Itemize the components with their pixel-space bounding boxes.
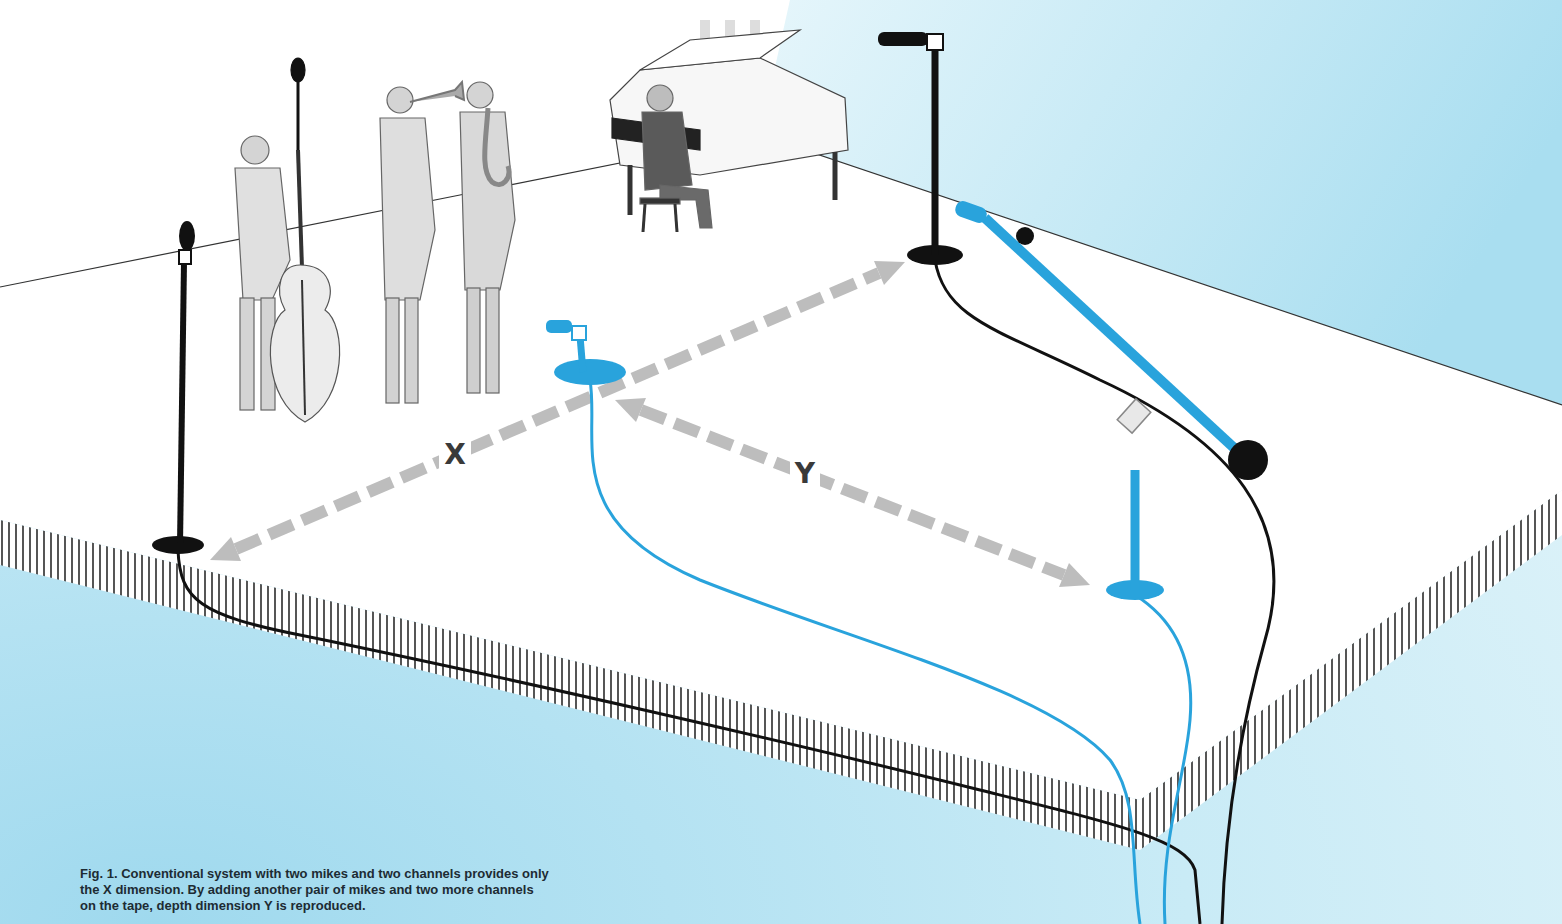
- microphones-part: [927, 34, 943, 50]
- dimension-arrows-part: [641, 410, 1064, 575]
- stage-platform-part: [760, 135, 1562, 405]
- microphones-part: [179, 250, 191, 264]
- dimension-arrows-part: [615, 398, 646, 422]
- musicians-part: [660, 185, 712, 228]
- microphones-part: [580, 336, 583, 372]
- musicians-part: [467, 82, 493, 108]
- musicians-part: [640, 30, 800, 70]
- musicians-part: [387, 87, 413, 113]
- stage-platform-part: [0, 520, 1140, 850]
- musicians-part: [380, 118, 435, 300]
- musicians-part: [297, 80, 300, 150]
- dimension-arrows-part: [236, 273, 879, 549]
- musicians-part: [240, 298, 254, 410]
- dimension-label: Y: [790, 459, 820, 489]
- dimension-arrows-part: [210, 537, 241, 561]
- musicians-part: [410, 82, 464, 102]
- musicians-part: [405, 298, 418, 403]
- musicians-part: [485, 108, 509, 185]
- microphones-part: [554, 359, 626, 385]
- musicians-part: [486, 288, 499, 393]
- microphones-part: [932, 48, 939, 255]
- microphones-part: [953, 199, 989, 225]
- musicians-part: [298, 150, 302, 268]
- musicians-part: [302, 280, 305, 415]
- microphones-part: [985, 218, 1245, 458]
- microphones-part: [572, 326, 586, 340]
- musicians-part: [647, 85, 673, 111]
- microphones-part: [179, 221, 195, 251]
- figure-caption: Fig. 1. Conventional system with two mik…: [80, 866, 550, 914]
- dimension-arrows-part: [1059, 563, 1090, 587]
- stage-platform-part: [1140, 490, 1562, 850]
- dimension-arrows-part: [874, 261, 905, 285]
- musicians-part: [833, 152, 838, 200]
- mike-cables-part: [935, 260, 1274, 924]
- musicians-part: [675, 204, 677, 232]
- mike-cables-part: [1135, 595, 1191, 924]
- musicians-part: [643, 204, 645, 232]
- dimension-arrows: [210, 261, 1090, 587]
- musicians-part: [640, 198, 680, 204]
- musicians-part: [291, 58, 305, 82]
- microphones: [152, 32, 1268, 600]
- musicians-part: [270, 265, 339, 422]
- musicians-part: [628, 165, 633, 215]
- mike-cables: [178, 260, 1274, 924]
- musicians-part: [386, 298, 399, 403]
- microphones-part: [546, 320, 572, 333]
- microphones-part: [878, 32, 928, 46]
- musicians-part: [642, 112, 692, 190]
- microphones-part: [1016, 227, 1034, 245]
- musicians-part: [241, 136, 269, 164]
- dimension-label: X: [439, 440, 471, 470]
- microphones-part: [1228, 440, 1268, 480]
- mike-cables-part: [590, 380, 1140, 924]
- microphones-part: [180, 262, 184, 545]
- musicians: [235, 20, 848, 422]
- musicians-part: [467, 288, 480, 393]
- microphones-part: [1131, 470, 1140, 590]
- microphones-part: [1117, 399, 1151, 433]
